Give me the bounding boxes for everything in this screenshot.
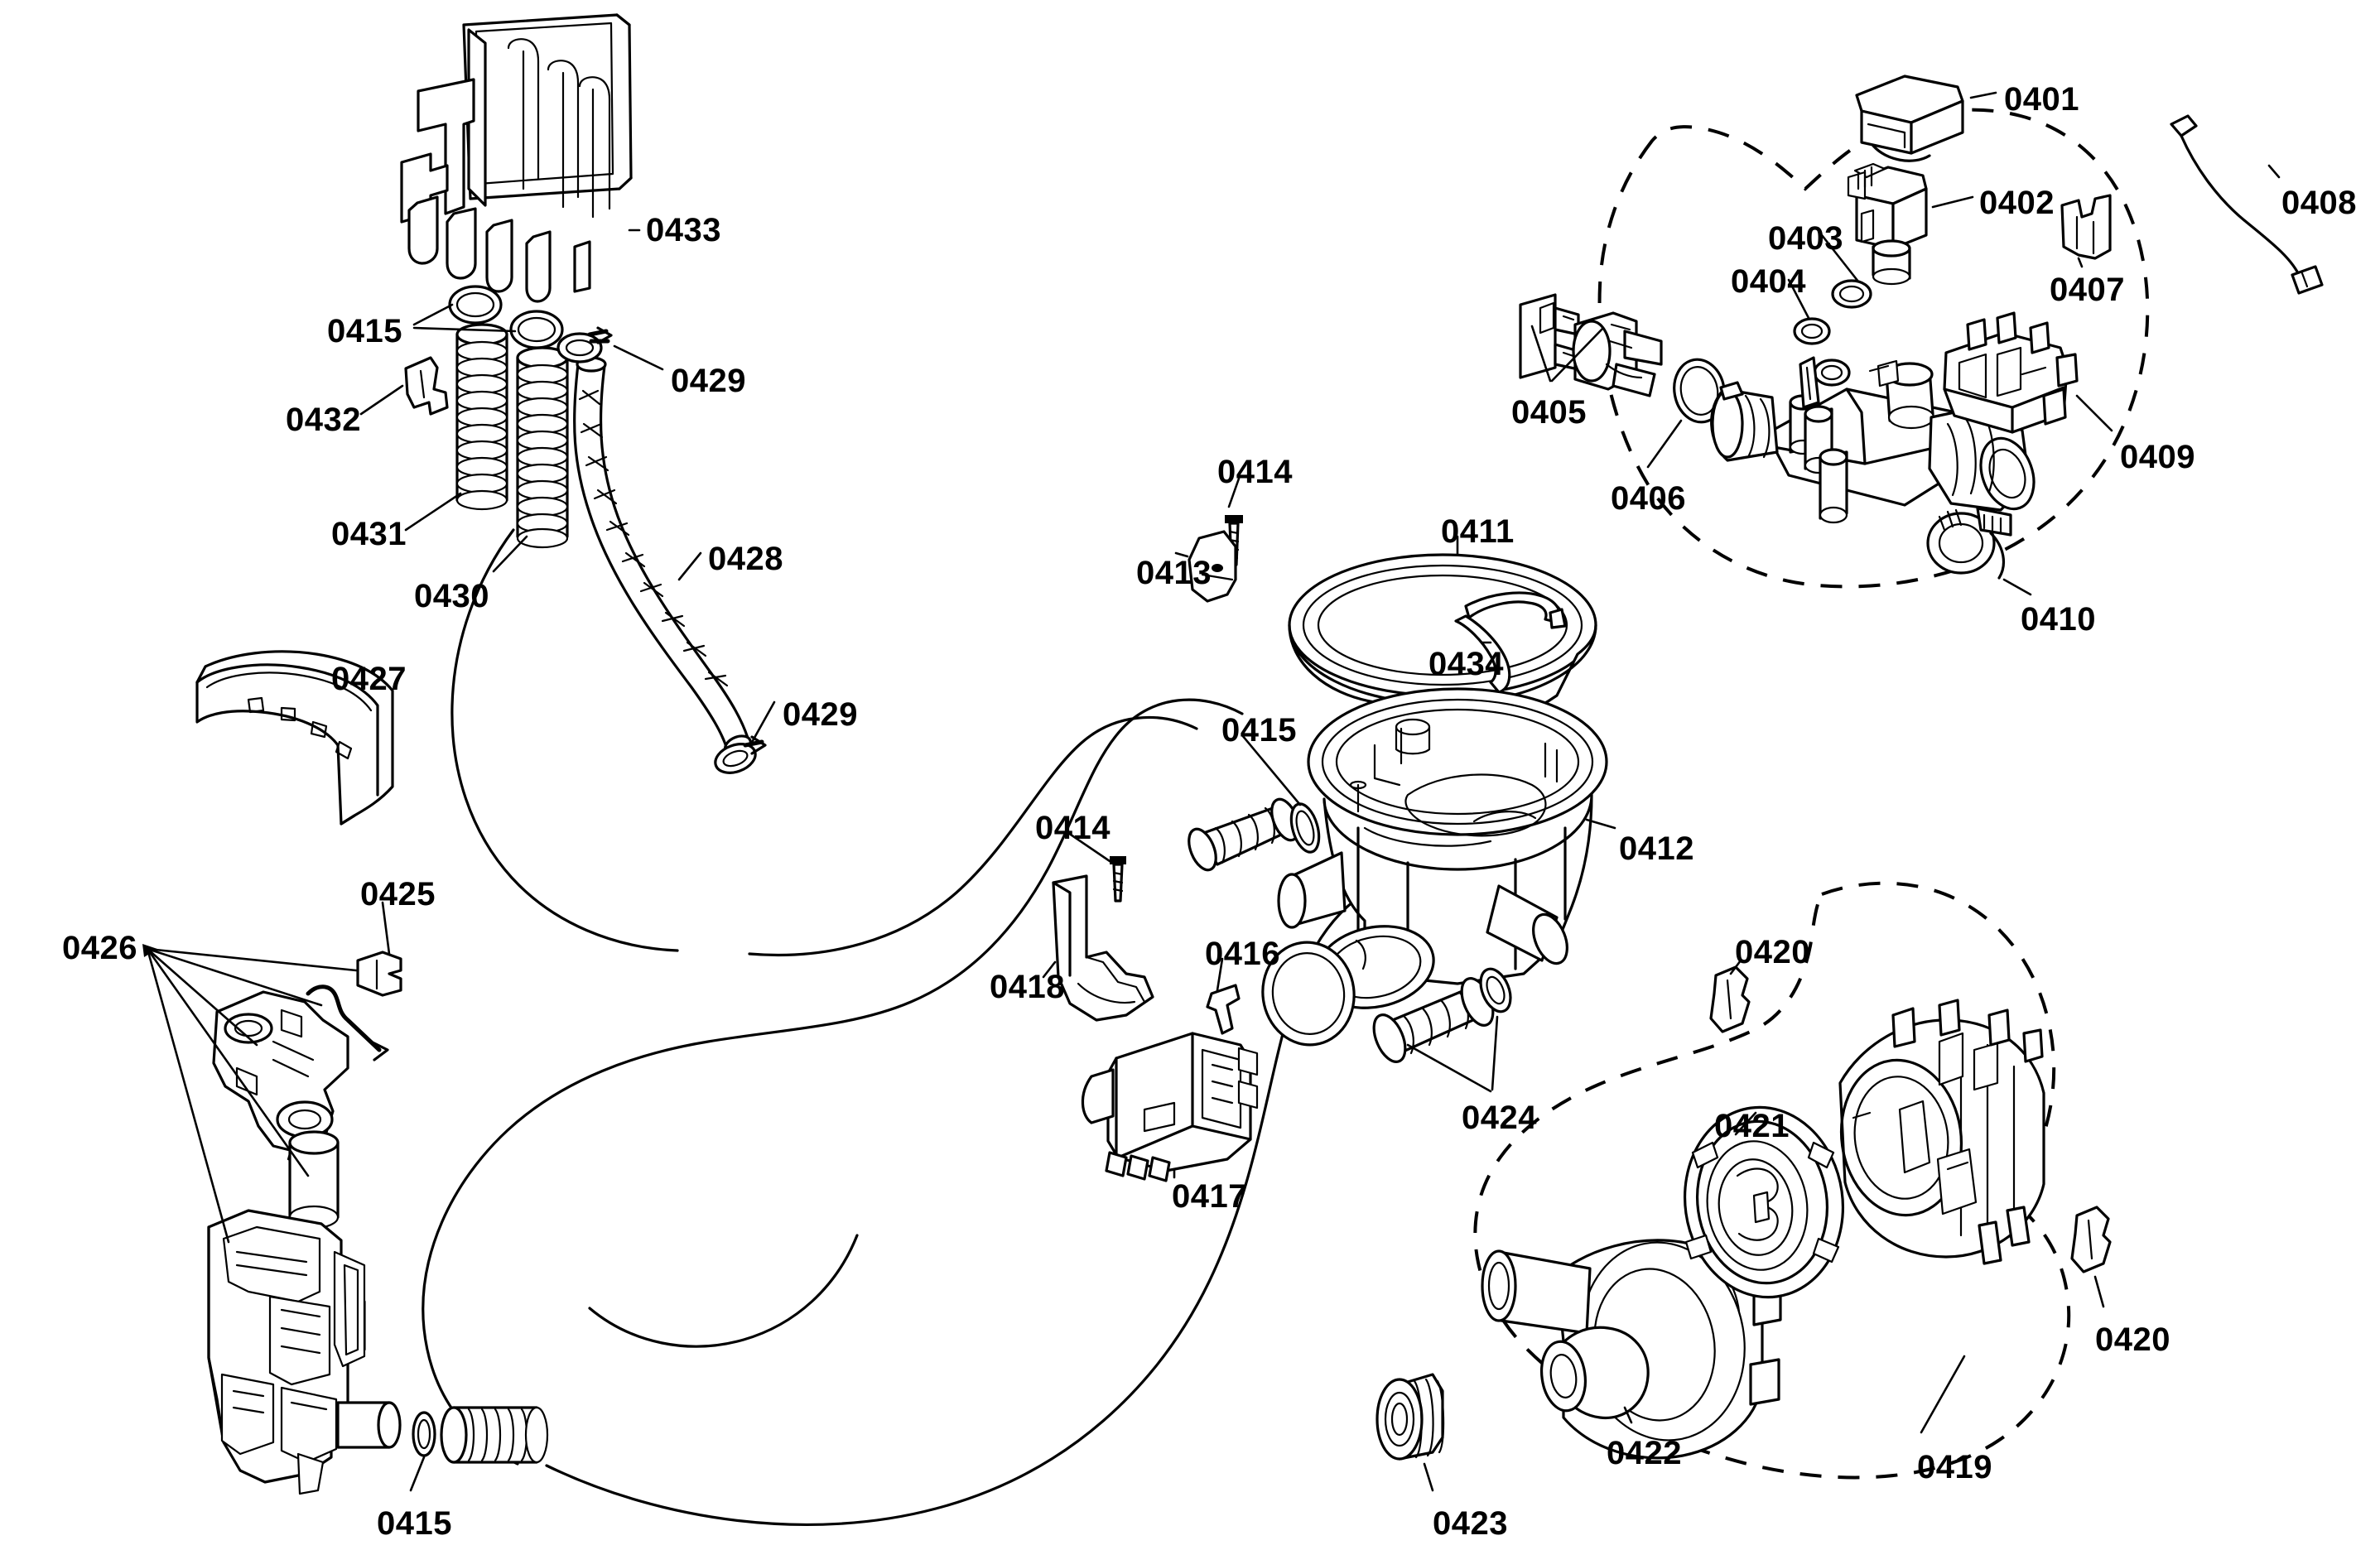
part-0432-hose-clip [404, 356, 449, 416]
callout-0415-upper: 0415 [327, 313, 402, 349]
part-0420-spring-clip-upper [1709, 965, 1751, 1033]
part-0414-screw-lower [1110, 856, 1126, 903]
part-0416-locking-pin [1206, 984, 1241, 1035]
part-0408-wiring-harness [2170, 114, 2324, 295]
callout-0408: 0408 [2281, 185, 2357, 221]
callout-0409: 0409 [2120, 439, 2195, 475]
callout-0416: 0416 [1205, 936, 1280, 972]
callout-0423: 0423 [1433, 1505, 1508, 1542]
callout-0430: 0430 [414, 578, 489, 614]
callout-0418: 0418 [990, 969, 1065, 1005]
part-0431-corrugated-hose-long [455, 323, 508, 511]
part-0419-pump-motor [1838, 999, 2045, 1265]
callout-0422: 0422 [1607, 1435, 1682, 1471]
callout-0407: 0407 [2050, 272, 2125, 308]
part-0406-gasket-ring [1673, 358, 1726, 424]
callout-0419: 0419 [1917, 1449, 1992, 1485]
callout-0421: 0421 [1714, 1108, 1790, 1144]
part-0424-seal-ring [1479, 967, 1512, 1013]
part-gasket-ring-large [1261, 941, 1356, 1047]
part-0403-o-ring [1831, 279, 1872, 309]
drain-hose-left-return [450, 528, 679, 952]
callout-0414-upper: 0414 [1217, 454, 1293, 490]
callout-0424: 0424 [1462, 1100, 1537, 1136]
part-0434-filter-screen [1454, 591, 1567, 694]
part-0423-drain-plug [1375, 1373, 1445, 1461]
part-0427-valve-cover-shroud [195, 650, 394, 826]
part-0429-hose-clamp-upper [556, 326, 613, 363]
drain-hose-left-return2 [588, 1234, 859, 1348]
callout-0406: 0406 [1611, 480, 1686, 517]
part-0422-pump-volute [1481, 1239, 1782, 1460]
callout-0428: 0428 [708, 541, 783, 577]
callout-0417: 0417 [1172, 1178, 1247, 1215]
callout-0420-upper: 0420 [1735, 934, 1810, 970]
callout-0411: 0411 [1441, 513, 1515, 550]
part-0405-sensor-bracket [1519, 293, 1580, 379]
callout-0410: 0410 [2021, 601, 2096, 638]
callout-0414-lower: 0414 [1035, 810, 1111, 846]
part-0421-impeller-cover [1683, 1105, 1845, 1299]
part-0426-flow-sensor-bracket [212, 990, 349, 1169]
callout-0434: 0434 [1428, 646, 1504, 682]
part-0401-control-module [1855, 75, 1964, 162]
part-0415-o-ring-sump [1289, 802, 1321, 854]
callout-0433: 0433 [646, 212, 721, 248]
part-0417-pressure-switch [1081, 1032, 1259, 1182]
part-0426-water-inlet-valve-body [207, 1209, 402, 1495]
callout-0403: 0403 [1768, 220, 1843, 257]
callout-0412: 0412 [1619, 830, 1694, 867]
callout-0429-upper: 0429 [671, 363, 746, 399]
callout-0405: 0405 [1511, 394, 1587, 431]
callout-0432: 0432 [286, 402, 361, 438]
hose-braid-texture [578, 389, 729, 687]
callout-0415-bottom: 0415 [377, 1505, 452, 1542]
callout-0420-lower: 0420 [2095, 1321, 2170, 1358]
part-0429-hose-clamp-lower [714, 735, 767, 774]
callout-0404: 0404 [1731, 263, 1806, 300]
dashed-enclosure-group-a [1597, 108, 2150, 589]
part-0418-mount-bracket [1052, 874, 1154, 1022]
part-0430-corrugated-hose-short [516, 346, 569, 549]
callout-0425: 0425 [360, 876, 436, 912]
part-0415-o-ring-bottom [412, 1411, 436, 1457]
part-threaded-nipple [440, 1406, 549, 1464]
callout-0426: 0426 [62, 930, 137, 966]
part-0413-bracket [1188, 530, 1237, 603]
part-0405-sensor-body [1572, 311, 1663, 397]
callout-0427: 0427 [331, 661, 407, 697]
part-0407-retaining-clip [2060, 194, 2112, 260]
part-0416-corrugated-sleeve [1188, 797, 1300, 872]
leader-lines [142, 91, 2281, 1492]
part-0433-heating-element [400, 13, 633, 303]
part-0410-hose-clamp [1926, 507, 2012, 580]
part-0425-retainer-clip [356, 951, 402, 997]
part-0420-spring-clip-lower [2070, 1206, 2112, 1273]
callout-0429-lower: 0429 [783, 696, 858, 733]
part-0426-wire-clip [306, 984, 389, 1061]
water-supply-hose-upper-arc [422, 698, 1244, 1466]
hose-arc-center-top [748, 715, 1198, 957]
callout-0401: 0401 [2004, 81, 2079, 118]
callout-0431: 0431 [331, 516, 407, 552]
callout-0413: 0413 [1136, 555, 1212, 591]
callout-0402: 0402 [1979, 185, 2055, 221]
part-0402-solenoid-coil [1847, 162, 1928, 286]
callout-0415-sump: 0415 [1221, 712, 1297, 749]
part-0409-water-manifold [1710, 311, 2079, 524]
part-0426-filter-cylinder [288, 1130, 340, 1230]
part-0412-sump-housing [1277, 687, 1608, 1009]
